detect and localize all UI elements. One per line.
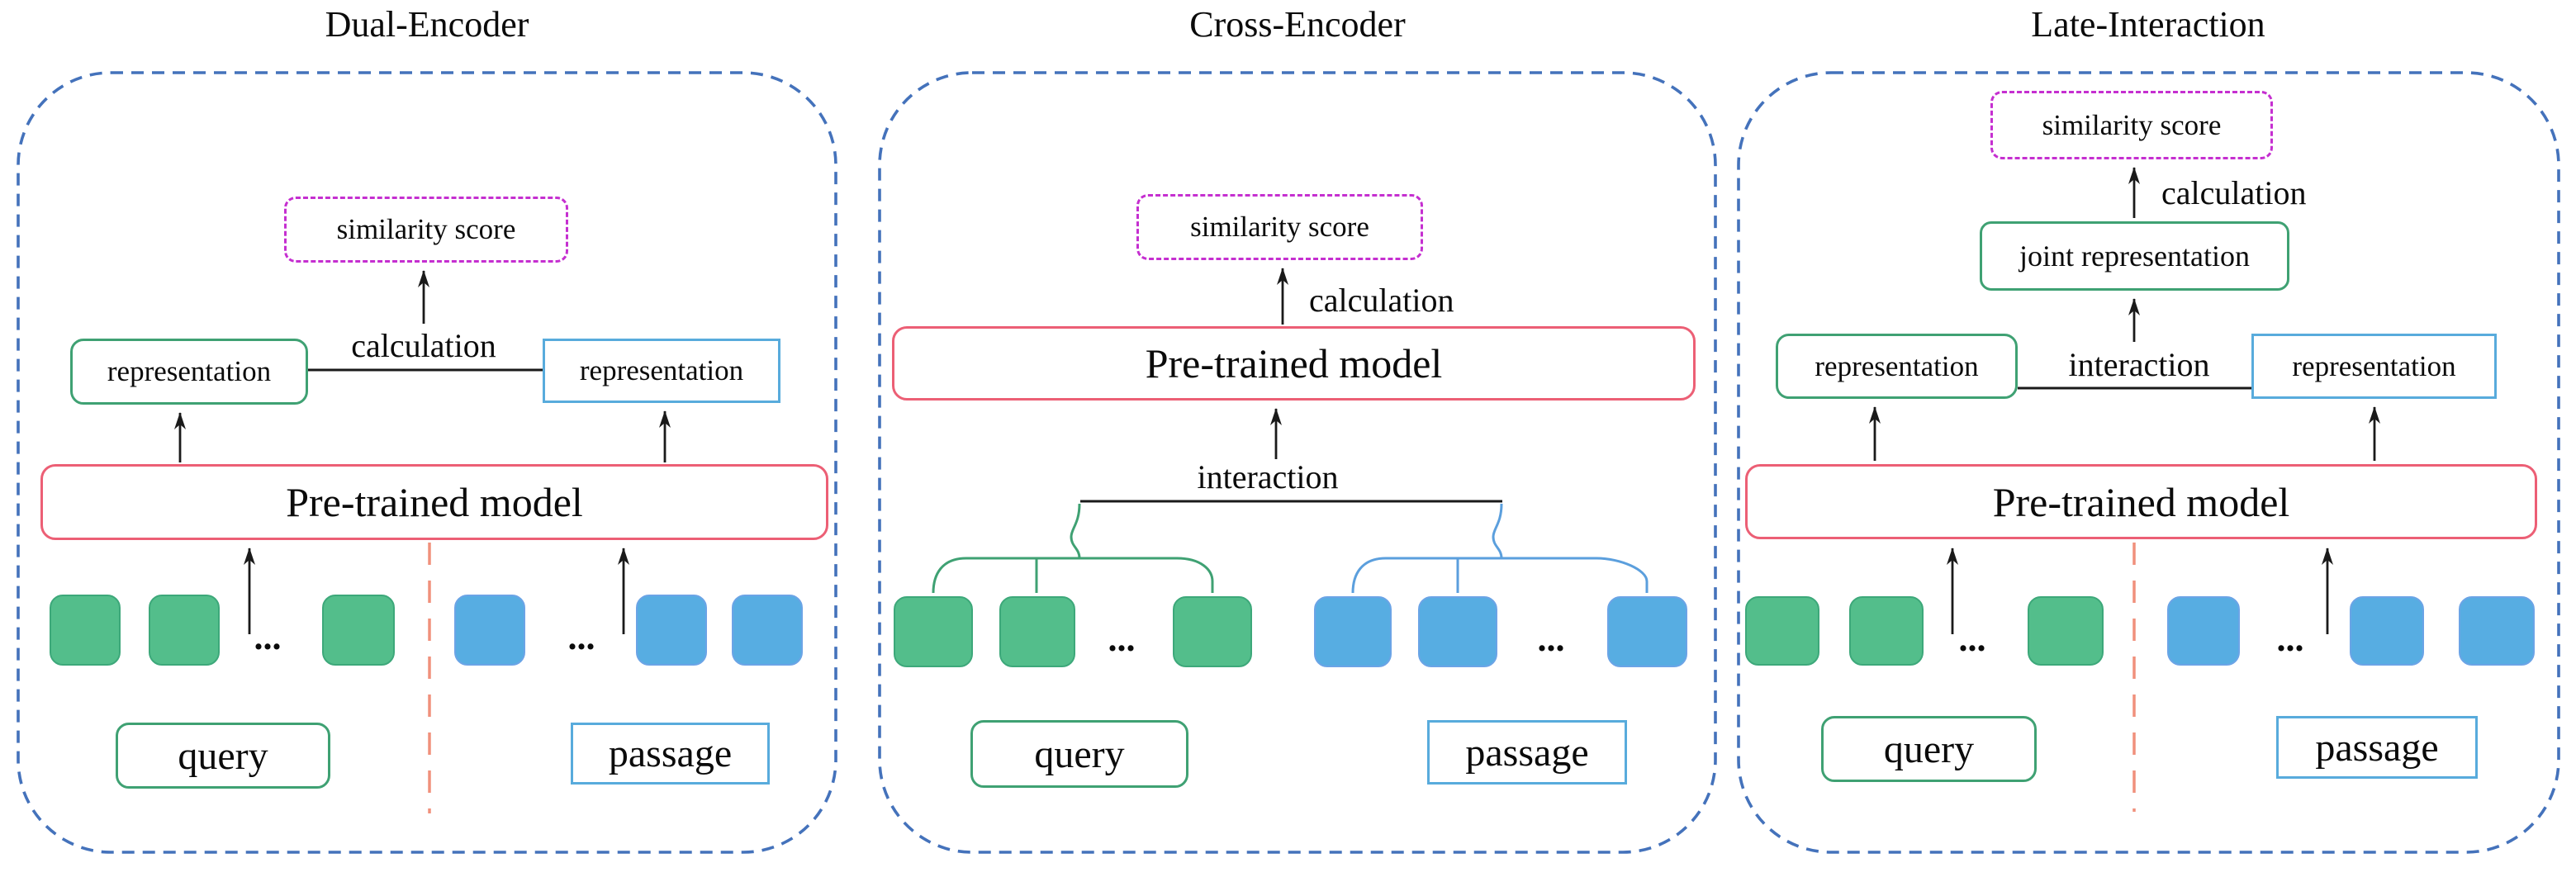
similarity-score-box: similarity score [1990, 91, 2273, 159]
calculation-label: calculation [2161, 174, 2307, 211]
representation-label: representation [1815, 349, 1979, 382]
similarity-score-box: similarity score [1136, 194, 1423, 260]
query-tokens-ellipsis: ... [1958, 619, 1986, 659]
query-token [999, 596, 1075, 667]
query-label: query [1883, 727, 1975, 771]
query-box: query [1821, 716, 2037, 782]
query-token [1849, 596, 1924, 666]
similarity-score-label: similarity score [2042, 108, 2222, 141]
query-representation-box: representation [1776, 334, 2018, 399]
calculation-label: calculation [1309, 282, 1454, 319]
similarity-score-label: similarity score [336, 213, 516, 245]
query-box: query [970, 720, 1188, 788]
passage-token [636, 595, 707, 666]
passage-representation-box: representation [2251, 334, 2497, 399]
passage-box: passage [571, 723, 770, 785]
passage-tokens-brace [1351, 557, 1649, 594]
pretrained-model-label: Pre-trained model [1992, 478, 2290, 525]
passage-token [1314, 596, 1392, 667]
passage-tokens-ellipsis: ... [1537, 619, 1565, 659]
pretrained-model-label: Pre-trained model [1145, 340, 1443, 386]
passage-tokens-ellipsis: ... [567, 617, 595, 657]
passage-box: passage [1427, 720, 1627, 785]
similarity-score-label: similarity score [1190, 211, 1369, 243]
query-token [50, 595, 121, 666]
representation-label: representation [107, 355, 272, 387]
passage-label: passage [2315, 725, 2439, 770]
interaction-label: interaction [1197, 458, 1339, 495]
passage-token [1607, 596, 1687, 667]
calculation-label: calculation [351, 327, 496, 364]
query-tokens-brace [932, 557, 1214, 594]
cross-encoder-panel-border [878, 71, 1717, 854]
query-token [894, 596, 973, 667]
passage-label: passage [1465, 730, 1589, 775]
query-tokens-ellipsis: ... [1108, 619, 1136, 659]
panel-title: Cross-Encoder [1189, 4, 1406, 45]
panel-title: Dual-Encoder [325, 4, 529, 45]
passage-token [1418, 596, 1497, 667]
query-token [1745, 596, 1819, 666]
query-representation-box: representation [70, 339, 308, 405]
passage-token [2459, 596, 2535, 666]
query-box: query [116, 723, 330, 789]
query-token [2028, 596, 2104, 666]
query-token [1173, 596, 1252, 667]
passage-box: passage [2276, 716, 2478, 779]
pretrained-model-box: Pre-trained model [40, 464, 828, 540]
pretrained-model-box: Pre-trained model [1745, 464, 2537, 539]
representation-label: representation [2292, 349, 2456, 382]
similarity-score-box: similarity score [284, 197, 568, 263]
late-interaction-panel-border [1737, 71, 2560, 854]
representation-label: representation [579, 354, 744, 386]
interaction-label: interaction [2068, 346, 2210, 383]
query-token [149, 595, 220, 666]
query-tokens-ellipsis: ... [254, 617, 282, 657]
joint-representation-box: joint representation [1980, 221, 2289, 291]
joint-representation-label: joint representation [2019, 239, 2250, 273]
query-tokens-brace-stem [1070, 503, 1081, 559]
query-label: query [178, 733, 268, 778]
passage-representation-box: representation [543, 339, 780, 403]
passage-token [2167, 596, 2240, 666]
passage-token [454, 595, 525, 666]
panel-title: Late-Interaction [2031, 4, 2265, 45]
passage-token [732, 595, 803, 666]
query-label: query [1034, 732, 1125, 776]
query-token [322, 595, 395, 666]
passage-tokens-ellipsis: ... [2276, 619, 2304, 659]
pretrained-model-label: Pre-trained model [286, 479, 583, 525]
pretrained-model-box: Pre-trained model [892, 326, 1696, 401]
passage-token [2350, 596, 2424, 666]
passage-tokens-brace-stem [1492, 503, 1503, 559]
passage-label: passage [608, 732, 733, 775]
dual-encoder-panel-border [17, 71, 837, 854]
